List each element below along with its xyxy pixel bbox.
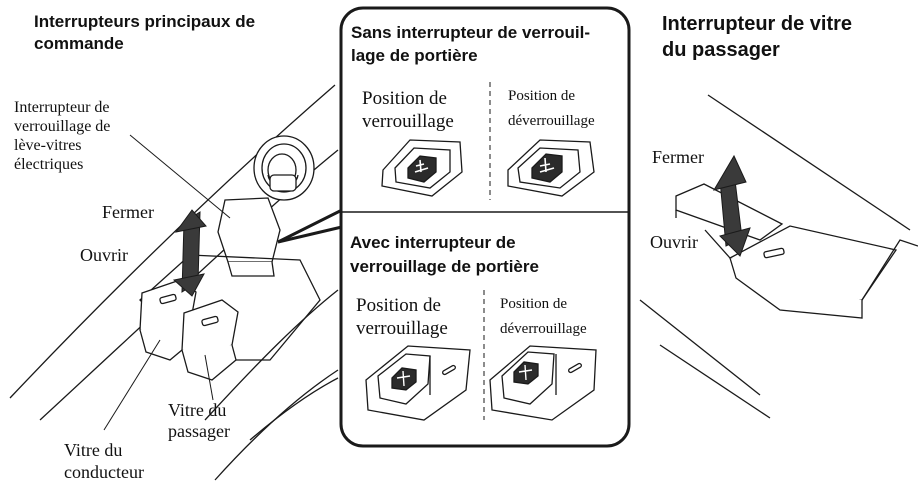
left-close-label: Fermer bbox=[102, 202, 154, 222]
passenger-switch-heading-line2: du passager bbox=[662, 39, 780, 61]
switch-doorlock-unlocked bbox=[489, 345, 597, 421]
top-lock-position-line2: verrouillage bbox=[362, 111, 454, 132]
passenger-switch-heading-line1: Interrupteur de vitre bbox=[662, 13, 853, 35]
with-doorlock-heading-line2: verrouillage de portière bbox=[350, 257, 539, 276]
driver-window-label-line1: Vitre du bbox=[64, 440, 123, 460]
bottom-unlock-position-line1: Position de bbox=[500, 296, 568, 312]
switch-no-doorlock-locked bbox=[381, 139, 463, 197]
top-unlock-position-line1: Position de bbox=[508, 88, 576, 104]
passenger-window-label-line2: passager bbox=[168, 421, 230, 441]
driver-window-label-line2: conducteur bbox=[64, 462, 144, 482]
window-lock-switch-label-line1: Interrupteur de bbox=[14, 99, 110, 116]
top-unlock-position-line2: déverrouillage bbox=[508, 113, 595, 129]
right-open-close-arrow bbox=[712, 154, 751, 257]
bottom-lock-position-line2: verrouillage bbox=[356, 318, 448, 339]
window-lock-switch bbox=[217, 197, 281, 277]
left-leader-lines bbox=[103, 134, 231, 431]
passenger-window-label-line1: Vitre du bbox=[168, 400, 227, 420]
callout-pointer bbox=[277, 206, 347, 244]
main-switches-heading-line2: commande bbox=[34, 34, 124, 53]
right-open-label: Ouvrir bbox=[650, 232, 698, 252]
bottom-lock-position-line1: Position de bbox=[356, 295, 441, 316]
without-doorlock-heading-line2: lage de portière bbox=[351, 46, 478, 65]
main-switches-heading-line1: Interrupteurs principaux de bbox=[34, 12, 256, 31]
switch-no-doorlock-unlocked bbox=[507, 139, 595, 197]
passenger-window-switch bbox=[181, 299, 239, 381]
without-doorlock-heading-line1: Sans interrupteur de verrouil- bbox=[351, 23, 590, 42]
window-lock-switch-label-line2: verrouillage de bbox=[14, 118, 111, 135]
window-lock-switch-label-line3: lève-vitres bbox=[14, 137, 82, 154]
right-panel-drawing bbox=[639, 94, 918, 419]
left-open-label: Ouvrir bbox=[80, 245, 128, 265]
callout-box bbox=[339, 6, 631, 448]
right-close-label: Fermer bbox=[652, 147, 704, 167]
bottom-unlock-position-line2: déverrouillage bbox=[500, 321, 587, 337]
switch-doorlock-locked bbox=[365, 345, 471, 421]
left-open-close-arrow bbox=[172, 209, 207, 297]
window-lock-switch-label-line4: électriques bbox=[14, 156, 84, 173]
mirror-knob bbox=[253, 135, 315, 201]
with-doorlock-heading-line1: Avec interrupteur de bbox=[350, 233, 516, 252]
top-lock-position-line1: Position de bbox=[362, 88, 447, 109]
left-panel-drawing bbox=[9, 84, 339, 481]
